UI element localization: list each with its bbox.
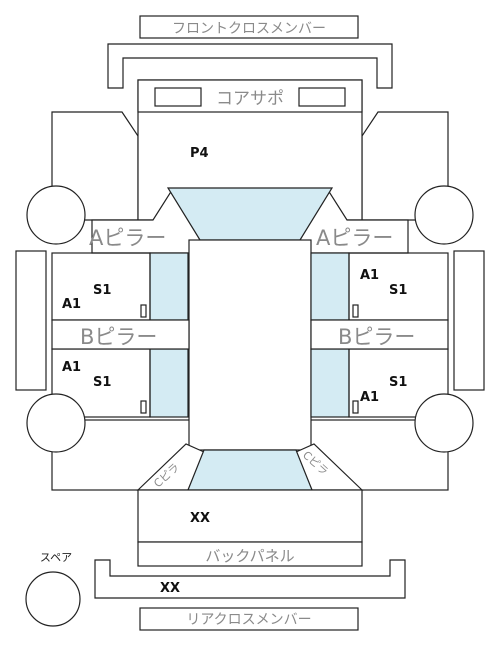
- right-a-pillar-label: Aピラー: [316, 226, 393, 250]
- rear-right-wheel: [414, 393, 474, 453]
- core-support-label: コアサポ: [216, 89, 284, 109]
- front-left-wheel: [26, 185, 86, 245]
- rear-bumper: [94, 559, 406, 599]
- rear-cross-member-box: [139, 607, 359, 631]
- fr-door-mark-a: A1: [360, 268, 379, 283]
- rr-door-handle: [352, 400, 359, 414]
- rl-door-mark-s: S1: [93, 375, 111, 390]
- hood-mark: P4: [190, 146, 209, 161]
- trunk: [137, 489, 363, 543]
- fr-door-mark-s: S1: [389, 283, 407, 298]
- back-panel: [137, 541, 363, 567]
- left-headlight: [154, 87, 202, 107]
- front-left-window: [149, 252, 189, 321]
- back-panel-label: バックパネル: [205, 547, 294, 565]
- rear-cross-mark: XX: [160, 581, 180, 596]
- right-b-pillar-label: Bピラー: [338, 325, 415, 349]
- trunk-mark: XX: [190, 511, 210, 526]
- right-headlight: [298, 87, 346, 107]
- front-right-window: [310, 252, 350, 321]
- fl-door-handle: [140, 304, 147, 318]
- left-b-pillar-label: Bピラー: [80, 325, 157, 349]
- left-side-sill: [15, 250, 47, 391]
- rear-left-wheel: [26, 393, 86, 453]
- fr-door-handle: [352, 304, 359, 318]
- left-b-pillar: [51, 319, 190, 350]
- rear-cross-member-label: リアクロスメンバー: [186, 612, 311, 628]
- rl-door-mark-a: A1: [62, 360, 81, 375]
- rr-door-mark-s: S1: [389, 375, 407, 390]
- roof: [188, 239, 312, 451]
- fl-door-mark-s: S1: [93, 283, 111, 298]
- front-cross-member-box: [139, 15, 359, 39]
- front-right-wheel: [414, 185, 474, 245]
- rr-door-mark-a: A1: [360, 390, 379, 405]
- front-bumper: [107, 43, 393, 89]
- left-a-pillar-label: Aピラー: [89, 226, 166, 250]
- rear-left-window: [149, 348, 189, 418]
- rear-window: [187, 449, 313, 491]
- front-cross-member-label: フロントクロスメンバー: [172, 21, 326, 37]
- spare-tire: [25, 571, 81, 627]
- right-side-sill: [453, 250, 485, 391]
- spare-label: スペア: [40, 551, 72, 564]
- rl-door-handle: [140, 400, 147, 414]
- rear-right-window: [310, 348, 350, 418]
- fl-door-mark-a: A1: [62, 297, 81, 312]
- right-b-pillar: [310, 319, 449, 350]
